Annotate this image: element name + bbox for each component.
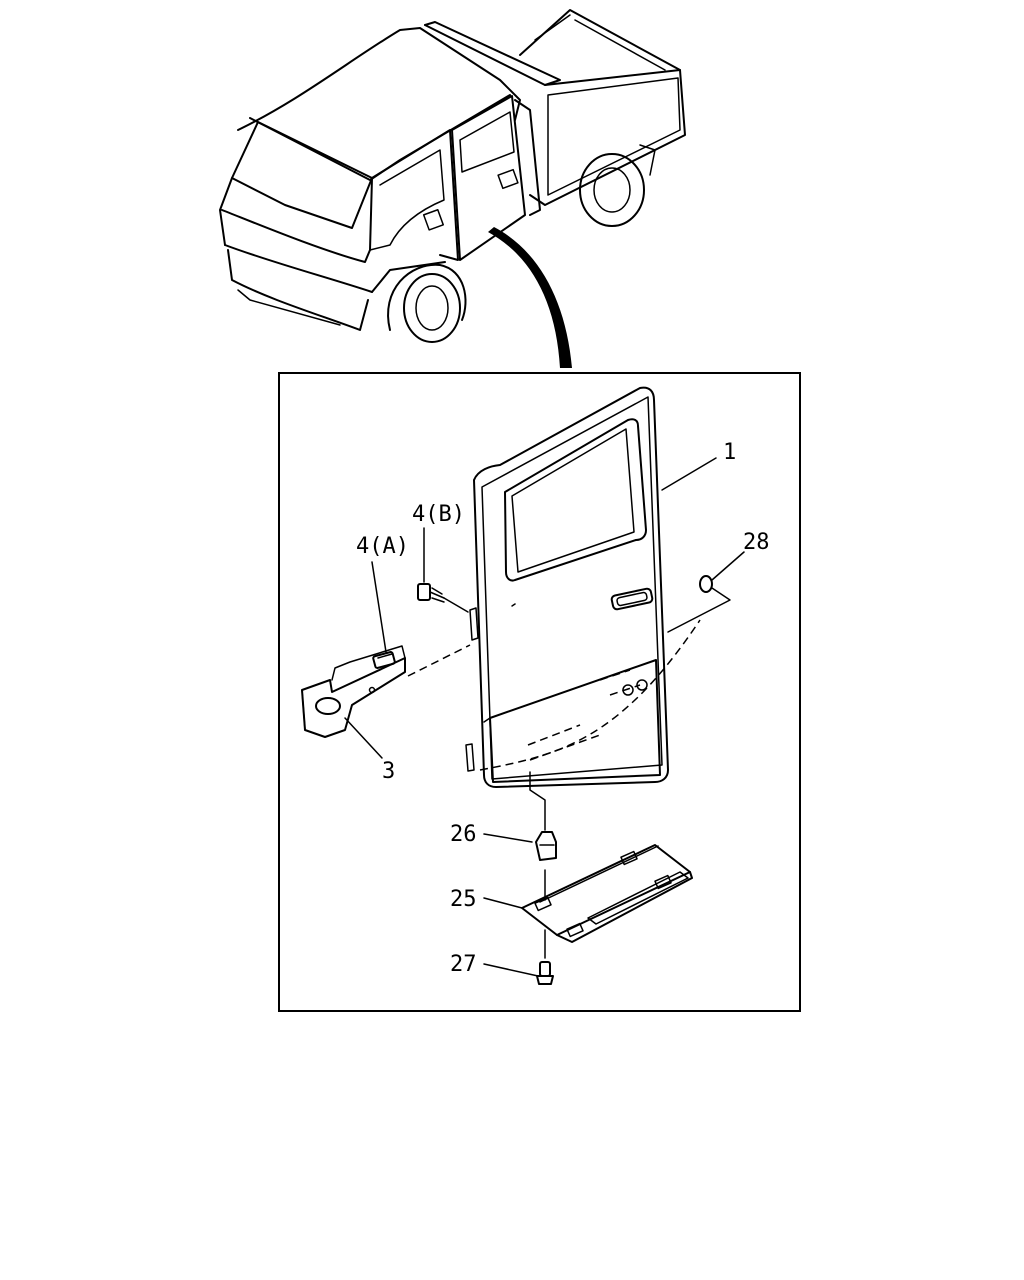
callout-3-label: 3 — [382, 759, 395, 784]
callout-27-label: 27 — [450, 952, 477, 977]
callout-25-label: 25 — [450, 887, 477, 912]
callout-28-label: 28 — [743, 530, 770, 555]
leader-1 — [661, 457, 717, 491]
leader-28 — [711, 551, 745, 581]
leader-3 — [344, 717, 383, 759]
rail-screw — [536, 961, 554, 985]
callout-4a-label: 4(A) — [356, 534, 409, 559]
roller-guide — [535, 831, 557, 861]
callout-26-label: 26 — [450, 822, 477, 847]
bolt-b — [417, 583, 445, 603]
leader-27 — [483, 963, 539, 977]
leader-25 — [483, 897, 523, 909]
leader-4a — [371, 561, 387, 653]
truck-illustration — [219, 9, 686, 368]
bolt-a — [372, 651, 396, 669]
leader-26 — [483, 833, 533, 843]
door-rail-bracket — [301, 645, 406, 738]
lower-rail — [521, 844, 693, 943]
callout-4b-label: 4(B) — [412, 502, 465, 527]
detail-frame — [278, 372, 801, 1012]
door-panel — [465, 386, 669, 788]
plug — [699, 575, 713, 593]
callout-1-label: 1 — [723, 440, 736, 465]
